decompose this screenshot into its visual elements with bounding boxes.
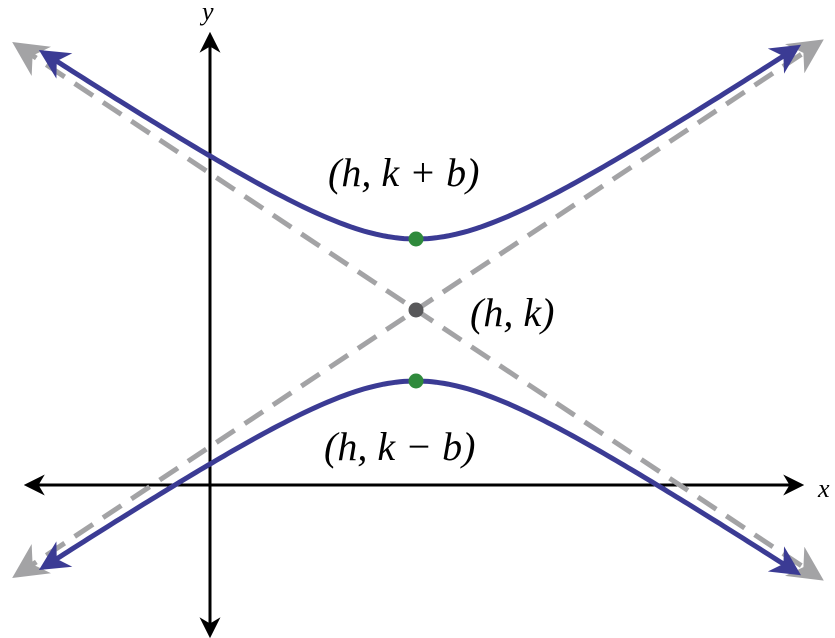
center-label: (h, k) [470, 290, 554, 335]
lower-vertex-label: (h, k − b) [324, 424, 475, 469]
hyperbola-upper-branch [38, 44, 802, 242]
upper-vertex-label: (h, k + b) [328, 150, 479, 195]
x-axis-label: x [817, 474, 830, 503]
y-axis-label: y [199, 0, 214, 26]
lower-vertex-point [408, 373, 424, 389]
upper-vertex-point [408, 231, 424, 247]
center-point [408, 302, 424, 318]
hyperbola-lower-branch [38, 378, 802, 576]
